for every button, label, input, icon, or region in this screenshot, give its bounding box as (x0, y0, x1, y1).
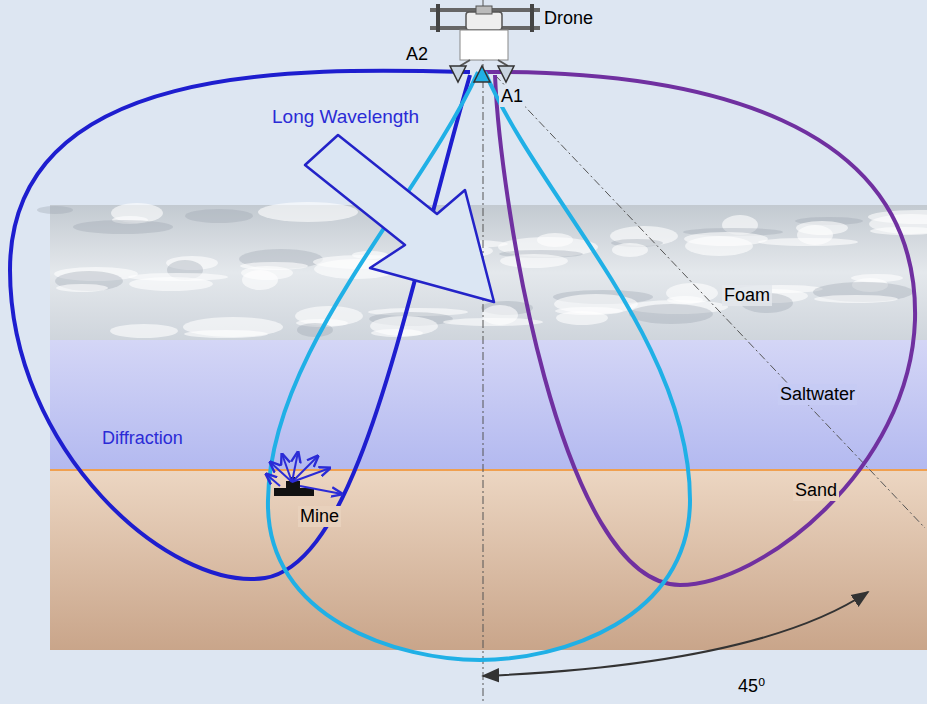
foam-streak (258, 202, 358, 222)
saltwater-band: Saltwater (50, 340, 927, 470)
saltwater-band (50, 340, 927, 470)
a1-side-lobe (480, 72, 915, 585)
seabed-line (50, 469, 927, 471)
foam-streak (185, 209, 253, 223)
sand-band: Sand (50, 470, 927, 650)
foam-streak (183, 317, 283, 337)
foam-streak (56, 284, 108, 292)
angle-arc (483, 592, 868, 676)
foam-band: Foam (50, 205, 927, 340)
layer-label: Sand (793, 480, 839, 501)
foam-streak (612, 243, 648, 257)
foam-streak (500, 254, 568, 268)
angle-line (495, 75, 925, 528)
foam-streak (37, 206, 73, 214)
a1-main-lobe (268, 72, 690, 660)
foam-streak (758, 238, 858, 246)
diffraction-rays (266, 452, 342, 494)
wave-label: Long Wavelength (270, 106, 421, 128)
foam-streak (73, 220, 173, 234)
foam-streak (556, 311, 608, 325)
layer-label: Saltwater (778, 384, 857, 405)
foam-streak (813, 282, 913, 302)
foam-streak (610, 226, 678, 246)
foam-streak (242, 270, 278, 290)
angle-label: 45⁰ (736, 676, 767, 697)
foam-streak (129, 277, 213, 291)
wave-arrow (305, 135, 494, 302)
foam-streak (297, 323, 333, 337)
target-label: Mine (298, 506, 341, 527)
foam-streak (685, 236, 753, 256)
foam-streak (111, 203, 163, 223)
foam-streak (184, 330, 268, 338)
foam-streak (371, 329, 423, 337)
foam-streak (239, 249, 323, 269)
a2-beam-lobe (10, 71, 470, 579)
drone-icon (430, 4, 540, 82)
foam-streak (55, 271, 123, 291)
foam-streak (814, 295, 898, 303)
foam-streak (110, 324, 178, 338)
antenna-label: A1 (499, 86, 525, 107)
nadir-axis (483, 0, 484, 704)
foam-band (50, 205, 927, 340)
foam-streak (666, 283, 718, 303)
foam-streak (629, 304, 713, 324)
effect-label: Diffraction (100, 428, 185, 449)
antenna-label: A2 (404, 44, 430, 65)
layer-label: Foam (722, 285, 772, 306)
drone-label: Drone (542, 8, 595, 29)
